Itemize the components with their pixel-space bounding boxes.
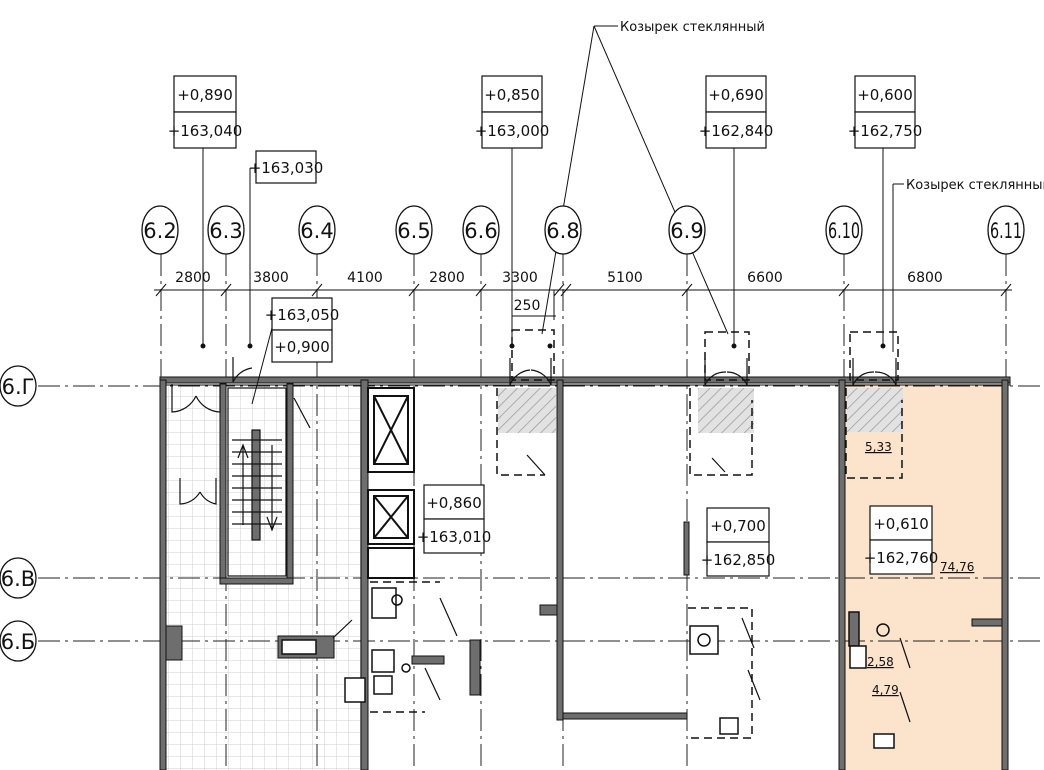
axis-label-6-3: 6.3 [209, 219, 242, 243]
elevation-rel: +0,690 [708, 86, 764, 104]
dimension-label-250: 250 [514, 298, 541, 314]
axis-label-6-4: 6.4 [300, 219, 333, 243]
elevation-abs: +162,850 [701, 551, 776, 569]
dimension-label: 6800 [907, 270, 943, 286]
elevation-rel: +0,610 [873, 515, 929, 533]
elevation-rel: +0,860 [426, 494, 482, 512]
elevation-abs: +163,050 [265, 306, 340, 324]
axis-label-6-5: 6.5 [397, 219, 430, 243]
elevation-rel: +0,600 [857, 86, 913, 104]
highlighted-room [845, 384, 1005, 770]
dimension-label: 3300 [502, 270, 538, 286]
elevator-shafts [367, 387, 415, 579]
dimension-label: 2800 [175, 270, 211, 286]
area-label: 5,33 [865, 440, 892, 454]
axis-label-6-6: 6.6 [464, 219, 497, 243]
dimension-label: 3800 [253, 270, 289, 286]
dimension-label: 2800 [429, 270, 465, 286]
staircase [227, 387, 287, 577]
axis-label-6-9: 6.9 [670, 219, 703, 243]
elevation-abs: +162,750 [848, 122, 923, 140]
elevation-abs: +163,030 [249, 159, 324, 177]
elevation-boxes [173, 75, 933, 577]
elevation-rel: +0,890 [177, 86, 233, 104]
canopy-note: Козырек стеклянный [620, 20, 765, 35]
vestibule-outlines [370, 329, 903, 739]
elevation-rel: +0,900 [274, 338, 330, 356]
axis-label-6-10: 6.10 [828, 219, 860, 243]
area-label: 2,58 [867, 655, 894, 669]
elevation-rel: +0,850 [484, 86, 540, 104]
interior-walls [159, 379, 1009, 770]
axis-label-6-8: 6.8 [546, 219, 579, 243]
axis-label-6-2: 6.2 [143, 219, 176, 243]
vestibule-hatch-1 [498, 388, 556, 433]
elevation-abs: +162,840 [699, 122, 774, 140]
dimension-label: 5100 [607, 270, 643, 286]
area-label: 4,79 [872, 683, 899, 697]
vestibule-hatch-3 [847, 388, 903, 432]
dimension-line [154, 283, 1012, 320]
area-label: 74,76 [940, 560, 974, 574]
elevation-abs: +163,010 [417, 528, 492, 546]
doors [171, 357, 911, 723]
dimension-label: 4100 [347, 270, 383, 286]
leader-dots [200, 343, 886, 349]
elevation-abs: +162,760 [864, 549, 939, 567]
sanitary-fixtures [281, 587, 895, 749]
axis-label-6-11: 6.11 [990, 219, 1022, 243]
axis-bubbles [0, 205, 1025, 662]
axis-label-6-g: 6.Г [2, 375, 35, 399]
axis-label-6-v: 6.В [1, 567, 35, 591]
axis-label-6-b: 6.Б [1, 630, 35, 654]
elevation-abs: +163,040 [168, 122, 243, 140]
leader-lines [202, 25, 904, 405]
dimension-label: 6600 [747, 270, 783, 286]
canopy-note: Козырек стеклянный [906, 178, 1044, 193]
elevation-rel: +0,700 [710, 517, 766, 535]
elevation-abs: +163,000 [475, 122, 550, 140]
vestibule-hatch-2 [698, 388, 754, 433]
